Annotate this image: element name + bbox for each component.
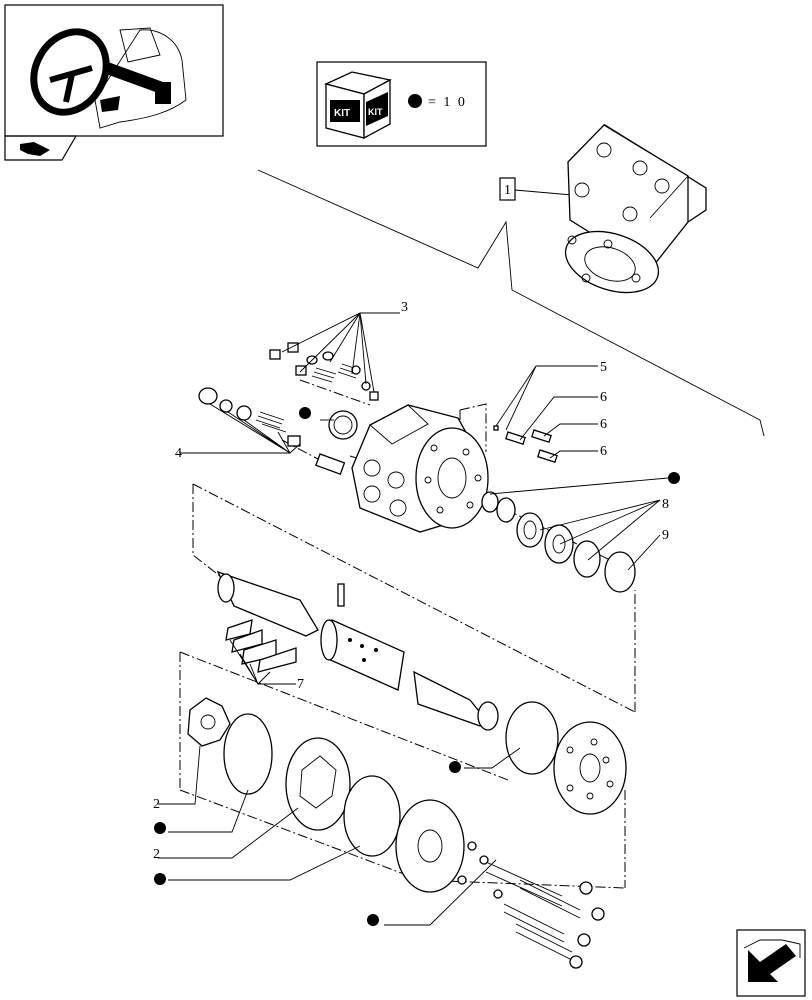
bearing-washer-set: [481, 491, 636, 593]
callout-6: 6: [600, 417, 607, 432]
steering-unit-thumbnail-icon: [564, 123, 707, 294]
callout-labels: 3 4 5 6 6 6 8 9 7 2 2: [153, 300, 669, 862]
callout-9: 9: [662, 528, 669, 543]
o-ring: [328, 410, 358, 440]
gerotor-set: [285, 737, 351, 831]
callout-6: 6: [600, 390, 607, 405]
seal-ring-right: [505, 701, 559, 775]
drive-star: [187, 697, 231, 747]
bolt-set: [457, 841, 605, 969]
kit-marker-dots: [154, 407, 680, 926]
seal-ring-middle: [343, 775, 401, 857]
end-cap: [395, 799, 465, 893]
next-page-button[interactable]: [736, 929, 806, 997]
pin-set: [493, 425, 558, 464]
kit-marker-dot: [408, 94, 422, 108]
kit-box: KIT KIT = 1 0: [316, 61, 487, 147]
book-tab-icon[interactable]: [4, 135, 78, 161]
kit-badge-text: KIT: [334, 108, 350, 119]
reference-assembly: 1: [257, 123, 765, 437]
distributor-plate: [553, 721, 627, 815]
reference-box-label: 1: [504, 183, 511, 198]
centering-spring-set: [225, 619, 297, 673]
callout-2: 2: [153, 847, 160, 862]
kit-badge-text-side: KIT: [368, 107, 383, 117]
callout-6: 6: [600, 444, 607, 459]
thumbnail-frame[interactable]: [4, 4, 224, 137]
reference-box: [499, 177, 516, 201]
seal-ring-left: [223, 713, 273, 795]
valve-housing: [351, 404, 489, 533]
kit-box-icon: KIT KIT: [324, 71, 392, 140]
callout-8: 8: [662, 497, 669, 512]
relief-valve-set: [198, 387, 346, 476]
spool-and-sleeve: [216, 570, 499, 731]
callout-3: 3: [401, 300, 408, 315]
leader-lines: [158, 312, 669, 926]
valve-spring-set: [269, 342, 379, 401]
callout-7: 7: [297, 677, 304, 692]
callout-2: 2: [153, 797, 160, 812]
steering-wheel-thumbnail-icon: [30, 27, 187, 129]
callout-5: 5: [600, 360, 607, 375]
callout-4: 4: [175, 446, 182, 461]
kit-equals-text: = 1 0: [428, 95, 467, 110]
next-page-arrow-icon: [743, 939, 801, 982]
